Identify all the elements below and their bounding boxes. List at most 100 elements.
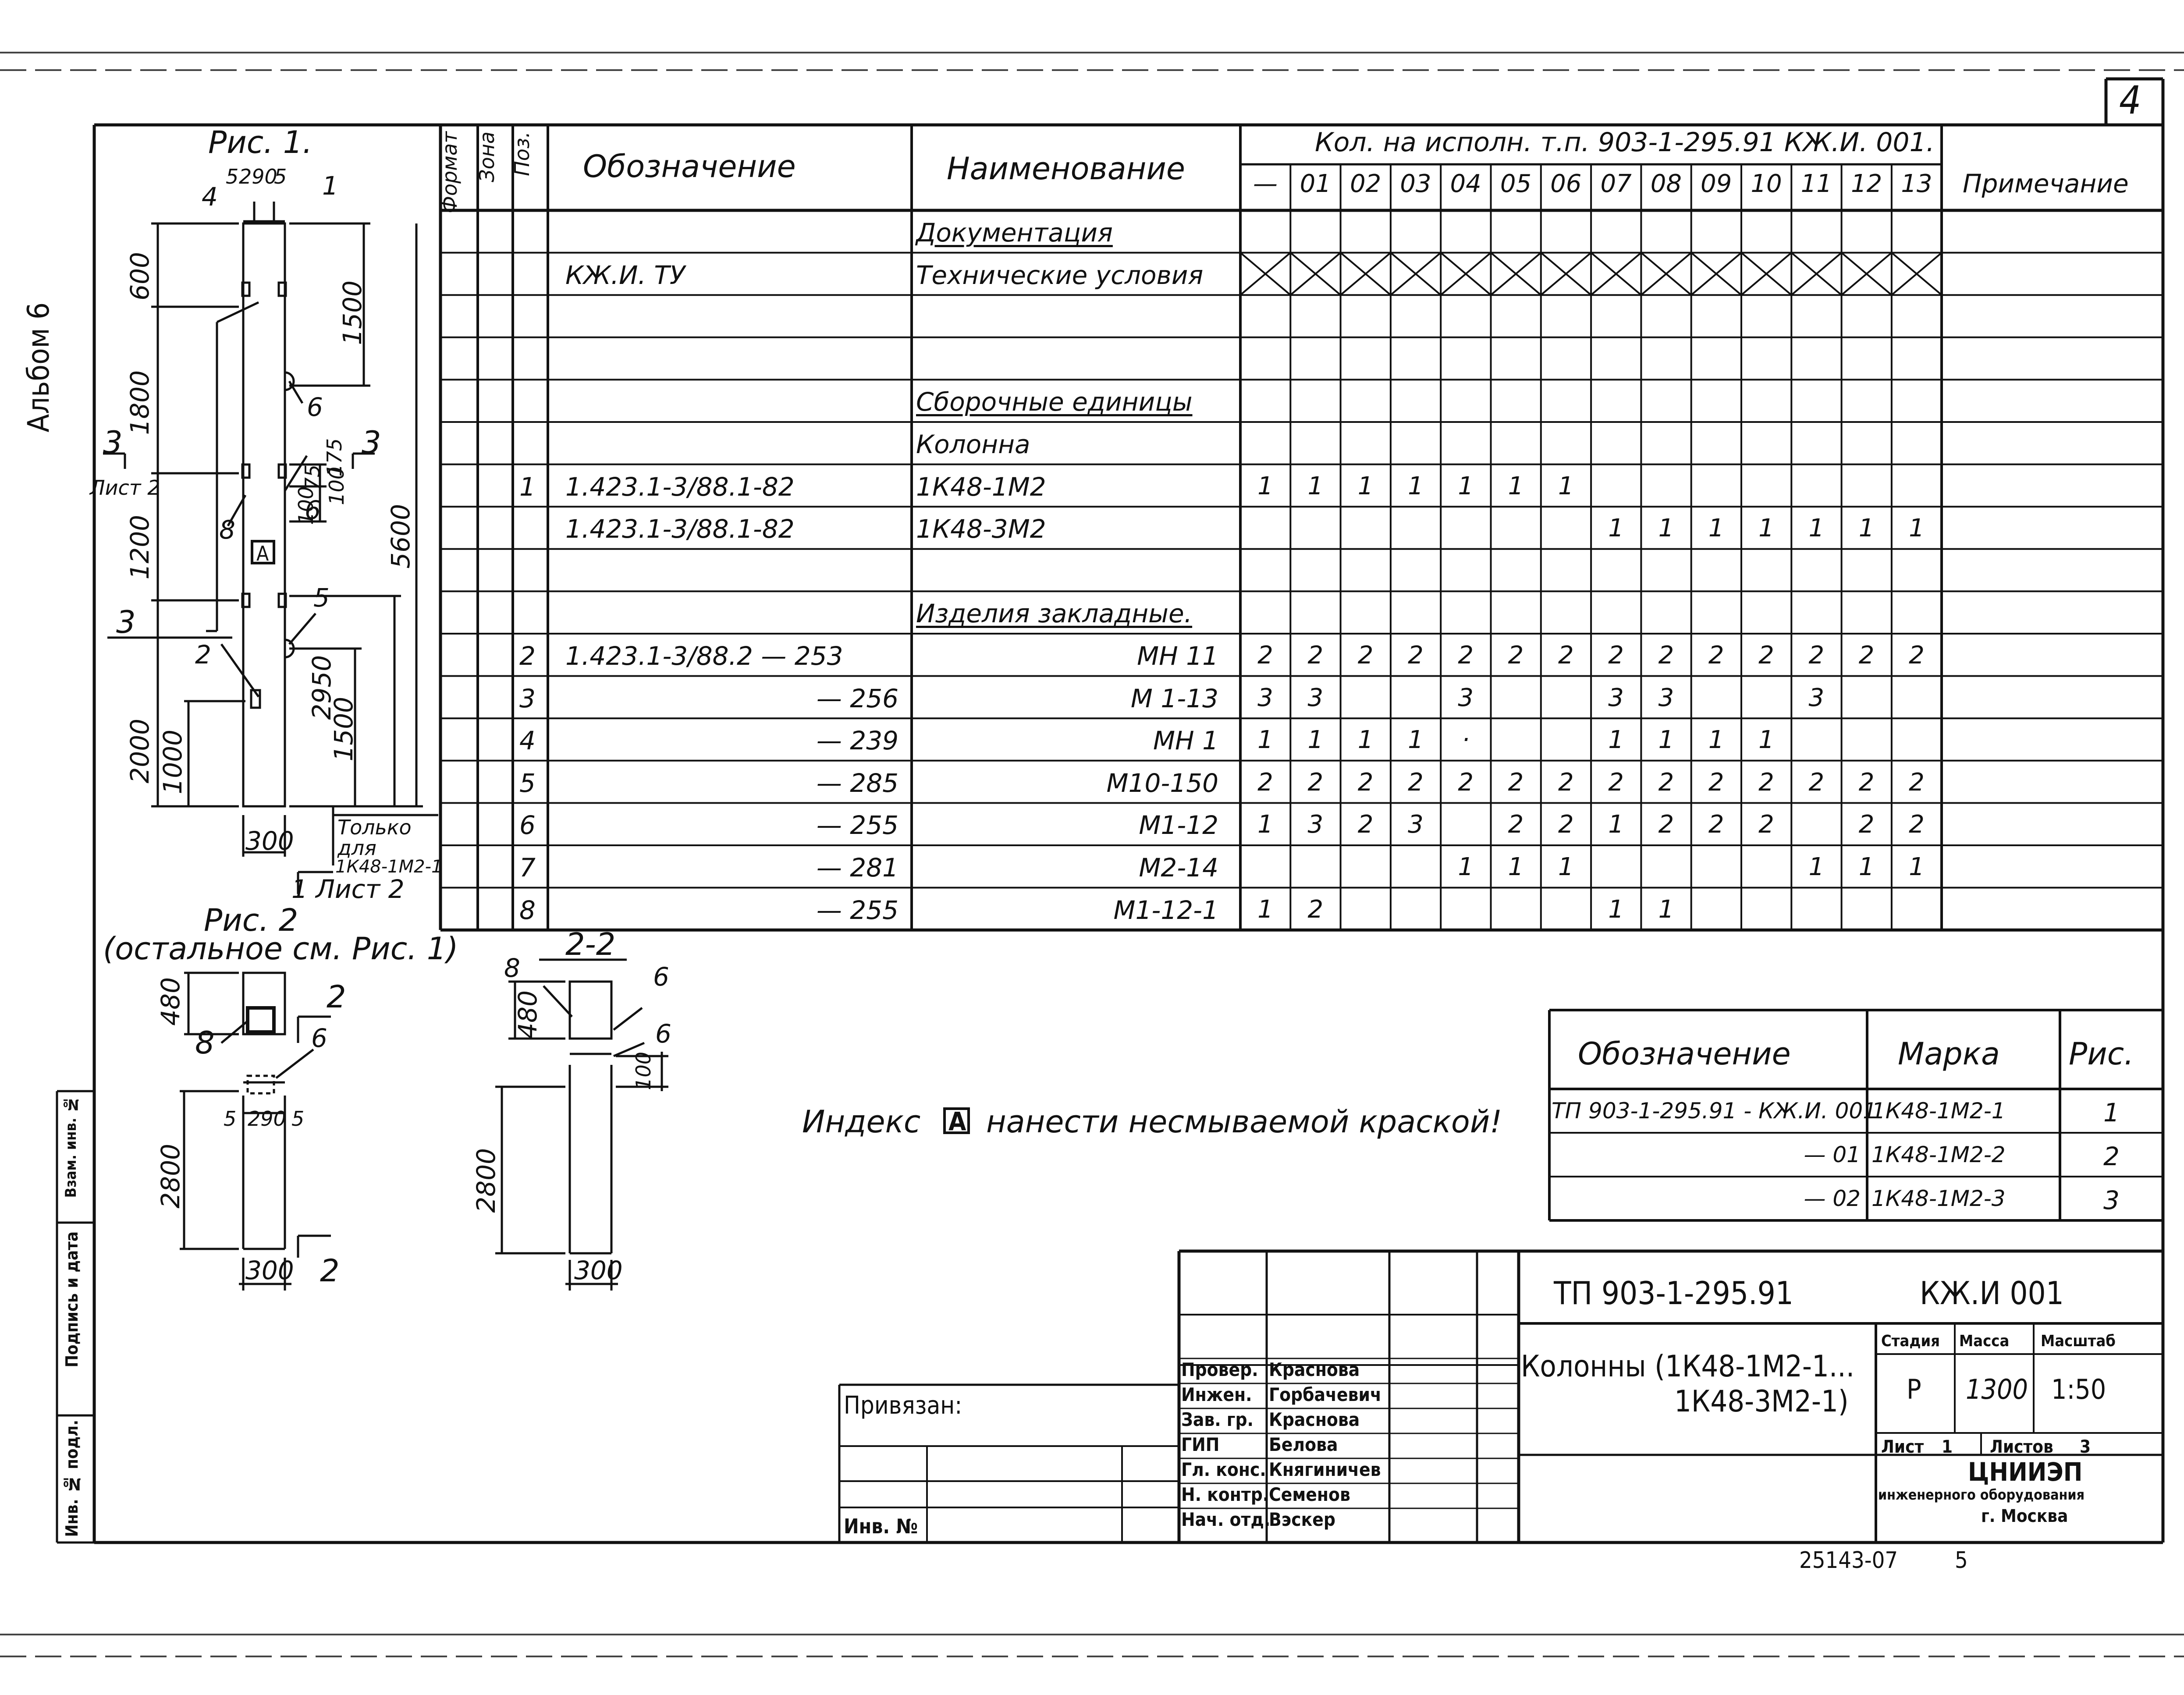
spec-variant-header: 01 xyxy=(1300,170,1331,198)
spec-qty-cell: 2 xyxy=(1558,768,1574,797)
section22-dim: 300 xyxy=(574,1255,623,1285)
spec-variant-header: 06 xyxy=(1550,170,1582,198)
spec-qty-cell: 2 xyxy=(1909,641,1925,670)
spec-row-name: 1К48-1М2 xyxy=(916,472,1046,502)
fig1-note-line1: Только xyxy=(337,816,412,839)
spec-qty-cell: 2 xyxy=(1357,810,1374,839)
spec-variant-header: 13 xyxy=(1901,170,1932,198)
spec-row-name: Технические условия xyxy=(916,260,1204,290)
tb-sheets-label: Листов xyxy=(1990,1437,2053,1457)
fig1-dim: 5600 xyxy=(386,504,415,569)
tb-privyazan: Привязан: xyxy=(844,1391,962,1420)
spec-qty-cell: 1 xyxy=(1508,853,1524,881)
fig1-dim: 2950 xyxy=(307,655,337,720)
tb-title-line2: 1К48-3М2-1) xyxy=(1674,1384,1849,1419)
spec-variant-header: 10 xyxy=(1751,170,1782,198)
spec-qty-cell: 1 xyxy=(1909,514,1925,543)
spec-header-pos: Поз. xyxy=(510,131,534,176)
fig2-column xyxy=(180,972,331,1291)
spec-qty-cell: 3 xyxy=(1658,683,1674,712)
marks-header-designation: Обозначение xyxy=(1578,1036,1791,1072)
spec-row-designation: КЖ.И. ТУ xyxy=(565,260,685,290)
marks-row-fig: 3 xyxy=(2103,1185,2120,1215)
fig2-dim: 6 xyxy=(311,1023,327,1053)
index-note-letter: A xyxy=(948,1106,966,1136)
spec-qty-cell: 1 xyxy=(1909,853,1925,881)
fig2-subtitle: (остальное см. Рис. 1) xyxy=(103,931,458,967)
fig1-sheet-ref: Лист 2 xyxy=(90,476,160,500)
spec-row-name: М 1-13 xyxy=(1130,683,1218,713)
scan-rules xyxy=(0,52,2184,1657)
fig1-dim: 5 xyxy=(274,165,287,188)
spec-row-designation: — 239 xyxy=(816,726,898,756)
spec-qty-cell: 1 xyxy=(1608,895,1624,924)
fig1-dim: 2000 xyxy=(125,719,155,784)
spec-qty-cell: 3 xyxy=(1808,683,1825,712)
tb-signer-name: Белова xyxy=(1269,1434,1338,1455)
tb-signer-name: Горбачевич xyxy=(1269,1384,1381,1405)
tb-title-line1: Колонны (1К48-1М2-1... xyxy=(1521,1349,1855,1384)
spec-qty-cell: 1 xyxy=(1708,726,1724,755)
tb-signer-name: Вэскер xyxy=(1269,1509,1335,1530)
spec-qty-cell: 1 xyxy=(1708,514,1724,543)
section-2-2-drawing xyxy=(495,958,668,1291)
spec-qty-cell: 2 xyxy=(1458,768,1474,797)
spec-row-designation: 1.423.1-3/88.1-82 xyxy=(565,472,795,502)
spec-row-name: Документация xyxy=(916,218,1113,248)
spec-row-name: МН 1 xyxy=(1153,726,1218,756)
spec-qty-cell: 2 xyxy=(1909,768,1925,797)
spec-qty-cell: 2 xyxy=(1708,810,1724,839)
spec-qty-cell: 1 xyxy=(1408,726,1424,755)
tb-signer-role: Н. контр. xyxy=(1181,1484,1269,1505)
tb-scale: 1:50 xyxy=(2051,1373,2106,1405)
spec-row-pos: 3 xyxy=(519,683,536,713)
spec-row-pos: 1 xyxy=(519,472,536,502)
spec-qty-cell: 2 xyxy=(1307,895,1324,924)
spec-qty-cell: 2 xyxy=(1408,641,1424,670)
fig2-dim: 2800 xyxy=(156,1144,185,1209)
index-a-box xyxy=(943,1107,970,1134)
tb-org-city: г. Москва xyxy=(1981,1506,2068,1526)
spec-qty-cell: 3 xyxy=(1307,810,1324,839)
spec-qty-cell: 2 xyxy=(1858,810,1875,839)
spec-variant-header: 05 xyxy=(1500,170,1532,198)
spec-qty-cell: 2 xyxy=(1758,768,1774,797)
spec-qty-cell: 2 xyxy=(1357,641,1374,670)
strip-signature-date: Подпись и дата xyxy=(62,1231,82,1368)
spec-qty-cell: 3 xyxy=(1458,683,1474,712)
tb-signer-role: Нач. отд. xyxy=(1181,1509,1271,1530)
tb-signer-name: Краснова xyxy=(1269,1359,1360,1380)
spec-qty-cell: 1 xyxy=(1658,895,1674,924)
spec-qty-cell: 1 xyxy=(1257,810,1273,839)
spec-qty-cell: 2 xyxy=(1558,810,1574,839)
sheet-number: 4 xyxy=(2119,78,2141,123)
left-strip-lines xyxy=(56,1090,94,1544)
tb-project: ТП 903-1-295.91 xyxy=(1554,1275,1793,1312)
spec-qty-cell: · xyxy=(1462,726,1470,755)
footer-code: 25143-07 xyxy=(1799,1547,1898,1574)
fig2-dim: 5 xyxy=(224,1107,237,1131)
spec-table-grid xyxy=(439,125,2163,932)
spec-row-pos: 8 xyxy=(519,895,536,925)
spec-qty-cell: 1 xyxy=(1508,472,1524,500)
fig1-pos-label: 6 xyxy=(305,495,321,525)
spec-qty-cell: 1 xyxy=(1458,853,1474,881)
spec-row-name: М10-150 xyxy=(1106,768,1218,798)
tb-stage-label: Стадия xyxy=(1881,1332,1940,1350)
spec-variant-header: 04 xyxy=(1450,170,1481,198)
spec-variant-header: 09 xyxy=(1701,170,1732,198)
spec-variant-header: 02 xyxy=(1349,170,1381,198)
tb-sheet-label: Лист xyxy=(1881,1437,1924,1457)
spec-qty-cell: 2 xyxy=(1408,768,1424,797)
tb-mass: 1300 xyxy=(1966,1373,2028,1405)
spec-row-pos: 2 xyxy=(519,641,536,671)
spec-qty-cell: 1 xyxy=(1558,853,1574,881)
spec-row-pos: 7 xyxy=(519,853,536,883)
spec-qty-cell: 1 xyxy=(1758,514,1774,543)
spec-row-designation: — 255 xyxy=(816,895,898,925)
spec-qty-cell: 1 xyxy=(1658,514,1674,543)
section22-dim: 2800 xyxy=(471,1148,501,1213)
tb-signer-name: Княгиничев xyxy=(1269,1459,1381,1480)
spec-qty-cell: 2 xyxy=(1558,641,1574,670)
